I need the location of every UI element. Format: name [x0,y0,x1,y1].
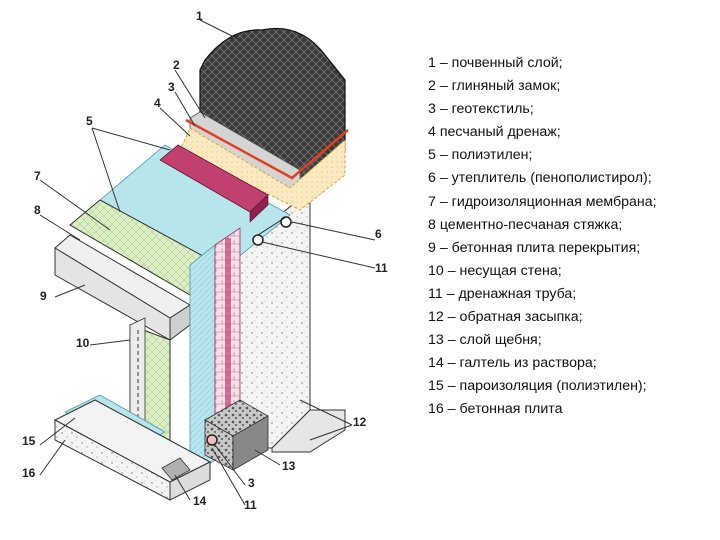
insulation-top-side [249,194,269,223]
callout-13: 13 [282,459,296,473]
legend-item-16: 16 – бетонная плита [428,401,563,418]
callout-8: 8 [34,203,41,217]
callout-7: 7 [34,169,41,183]
callout-15: 15 [22,434,36,448]
backfill-side [271,409,346,453]
legend-item-8: 8 цементно-песчаная стяжка; [428,216,623,233]
callout-1: 1 [196,9,203,23]
callout-11-bottom: 11 [244,498,257,512]
legend-item-6: 6 – утеплитель (пенополистирол); [428,170,652,187]
legend-item-10: 10 – несущая стена; [428,262,562,279]
legend-item-3: 3 – геотекстиль; [428,101,534,118]
callout-9: 9 [40,289,47,303]
drain-pipe-top [252,234,264,246]
legend-item-14: 14 – галтель из раствора; [428,355,597,372]
legend-item-15: 15 – пароизоляция (полиэтилен); [428,378,647,395]
callout-12: 12 [353,415,367,429]
callout-10: 10 [76,336,90,350]
callout-16: 16 [22,466,36,480]
drain-pipe-body [257,216,287,236]
legend-item-11: 11 – дренажная труба; [428,285,577,302]
callout-2: 2 [173,58,180,72]
drain-pipe-bottom [206,434,218,446]
gravel-side [232,415,269,471]
callout-4: 4 [154,96,161,110]
callout-3-bottom: 3 [248,476,255,490]
leader-lines [39,19,376,506]
legend-item-9: 9 – бетонная плита перекрытия; [428,239,641,256]
callout-6: 6 [375,227,382,241]
callout-11: 11 [375,261,388,275]
legend-item-7: 7 – гидроизоляционная мембрана; [428,193,657,210]
base-slab-side [169,461,211,501]
mortar-fillet [161,457,191,481]
callout-3: 3 [168,80,175,94]
legend-item-2: 2 – глиняный замок; [428,78,561,95]
legend-item-5: 5 – полиэтилен; [428,147,533,164]
legend-item-12: 12 – обратная засыпка; [428,309,583,326]
legend-list: 1 – почвенный слой; 2 – глиняный замок; … [428,52,718,422]
legend-item-13: 13 – слой щебня; [428,332,542,349]
drain-pipe-top-2 [280,216,292,228]
geotextile-line [185,118,349,180]
waterproofing-diagram: 1 2 3 4 5 6 7 8 9 10 11 12 13 14 15 16 3… [22,9,388,512]
legend-item-4: 4 песчаный дренаж; [428,124,561,141]
callout-14: 14 [193,494,207,508]
callout-5: 5 [86,114,93,128]
legend-item-1: 1 – почвенный слой; [428,55,563,71]
